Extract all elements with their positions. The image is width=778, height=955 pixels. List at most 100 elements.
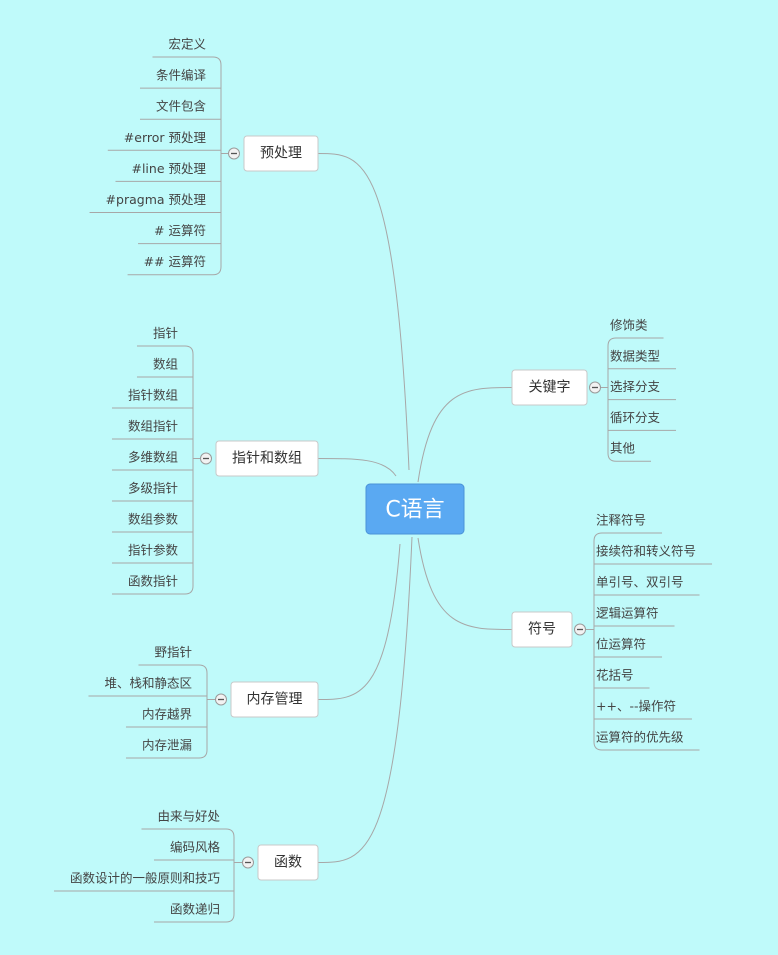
branch-2-node[interactable]: 内存管理 bbox=[230, 681, 319, 718]
leaf-node[interactable]: 多级指针 bbox=[111, 481, 193, 502]
leaf-node[interactable]: 指针参数 bbox=[111, 543, 193, 564]
leaf-node[interactable]: 花括号 bbox=[594, 668, 650, 689]
branch-3-node[interactable]: 函数 bbox=[257, 844, 319, 881]
leaf-node[interactable]: ## 运算符 bbox=[127, 254, 213, 276]
leaf-label: 指针数组 bbox=[128, 388, 178, 403]
leaf-label: 堆、栈和静态区 bbox=[104, 676, 192, 691]
leaf-label: 由来与好处 bbox=[157, 809, 220, 824]
leaf-node[interactable]: 逻辑运算符 bbox=[594, 606, 675, 627]
branch-2-label: 内存管理 bbox=[247, 692, 303, 708]
collapse-toggle-icon[interactable] bbox=[215, 693, 227, 706]
leaf-node[interactable]: 堆、栈和静态区 bbox=[88, 676, 207, 697]
leaf-node[interactable]: ++、--操作符 bbox=[594, 699, 692, 720]
branch-5-bracket bbox=[593, 532, 603, 751]
leaf-label: 编码风格 bbox=[170, 840, 221, 855]
branch-0-connector bbox=[317, 153, 410, 471]
leaf-label: 注释符号 bbox=[596, 513, 646, 528]
leaf-label: 函数指针 bbox=[128, 574, 178, 589]
leaf-label: 循环分支 bbox=[610, 410, 661, 425]
leaf-label: ## 运算符 bbox=[144, 254, 206, 269]
leaf-label: # 运算符 bbox=[154, 223, 206, 238]
leaf-node[interactable]: 数组参数 bbox=[111, 512, 193, 533]
leaf-node[interactable]: 数据类型 bbox=[608, 348, 677, 370]
leaf-node[interactable]: 运算符的优先级 bbox=[596, 730, 700, 751]
leaf-node[interactable]: 指针 bbox=[136, 326, 185, 347]
leaf-node[interactable]: 编码风格 bbox=[153, 840, 234, 861]
leaf-label: 数组 bbox=[153, 357, 178, 372]
leaf-label: ++、--操作符 bbox=[596, 699, 676, 714]
collapse-toggle-icon[interactable] bbox=[200, 452, 212, 465]
leaf-node[interactable]: 接续符和转义符号 bbox=[594, 544, 713, 565]
branch-0-bracket bbox=[212, 56, 222, 276]
branch-4-connector bbox=[417, 387, 513, 483]
leaf-node[interactable]: 选择分支 bbox=[608, 379, 677, 401]
leaf-node[interactable]: 内存越界 bbox=[125, 707, 207, 728]
branch-2-bracket bbox=[198, 664, 208, 759]
leaf-node[interactable]: 函数指针 bbox=[111, 574, 185, 595]
leaf-node[interactable]: #error 预处理 bbox=[107, 130, 221, 151]
leaf-label: 函数递归 bbox=[170, 902, 220, 917]
collapse-toggle-icon[interactable] bbox=[242, 856, 254, 869]
leaf-node[interactable]: 修饰类 bbox=[610, 318, 664, 339]
leaf-label: 位运算符 bbox=[596, 637, 646, 652]
leaf-label: 宏定义 bbox=[168, 37, 206, 52]
leaf-node[interactable]: 函数设计的一般原则和技巧 bbox=[53, 871, 234, 892]
leaf-node[interactable]: 野指针 bbox=[138, 645, 199, 666]
leaf-node[interactable]: 多维数组 bbox=[111, 450, 193, 471]
collapse-toggle-icon[interactable] bbox=[574, 623, 586, 636]
leaf-node[interactable]: 文件包含 bbox=[139, 99, 221, 120]
leaf-node[interactable]: 数组指针 bbox=[111, 419, 193, 440]
leaf-label: 修饰类 bbox=[610, 318, 648, 333]
central-node-label: C语言 bbox=[385, 498, 444, 523]
leaf-label: #line 预处理 bbox=[131, 161, 206, 176]
leaf-label: 其他 bbox=[610, 441, 636, 456]
leaf-label: 内存越界 bbox=[142, 707, 193, 722]
leaf-label: 条件编译 bbox=[156, 68, 207, 83]
branch-1-node[interactable]: 指针和数组 bbox=[215, 440, 319, 477]
branch-0-node[interactable]: 预处理 bbox=[243, 135, 319, 172]
leaf-node[interactable]: 注释符号 bbox=[596, 513, 663, 534]
branch-3-bracket bbox=[225, 828, 235, 923]
leaf-label: 逻辑运算符 bbox=[596, 606, 659, 621]
leaf-node[interactable]: 数组 bbox=[136, 357, 193, 378]
leaf-label: 多级指针 bbox=[128, 481, 178, 496]
leaf-node[interactable]: 条件编译 bbox=[139, 68, 221, 89]
branch-5-label: 符号 bbox=[528, 622, 556, 638]
leaf-node[interactable]: 单引号、双引号 bbox=[594, 575, 700, 596]
leaf-node[interactable]: 由来与好处 bbox=[141, 809, 226, 830]
leaf-node[interactable]: 位运算符 bbox=[594, 637, 663, 658]
leaf-node[interactable]: 循环分支 bbox=[608, 410, 677, 431]
central-node[interactable]: C语言 bbox=[365, 483, 465, 535]
leaf-node[interactable]: 其他 bbox=[610, 441, 652, 462]
leaf-label: #error 预处理 bbox=[124, 130, 207, 145]
leaf-label: #pragma 预处理 bbox=[106, 192, 207, 207]
leaf-label: 内存泄漏 bbox=[142, 738, 192, 753]
leaf-node[interactable]: 宏定义 bbox=[152, 37, 213, 58]
branch-5-connector bbox=[417, 537, 513, 630]
collapse-toggle-icon[interactable] bbox=[228, 147, 240, 160]
leaf-node[interactable]: #line 预处理 bbox=[115, 161, 221, 182]
branch-2-connector bbox=[317, 543, 401, 700]
leaf-label: 指针参数 bbox=[128, 543, 179, 558]
leaf-label: 野指针 bbox=[154, 645, 192, 660]
leaf-label: 文件包含 bbox=[156, 99, 207, 114]
branch-1-connector bbox=[317, 458, 397, 477]
leaf-label: 花括号 bbox=[596, 668, 634, 683]
leaf-node[interactable]: # 运算符 bbox=[138, 223, 221, 245]
leaf-node[interactable]: 内存泄漏 bbox=[125, 738, 199, 759]
branch-4-node[interactable]: 关键字 bbox=[511, 369, 588, 406]
leaf-label: 指针 bbox=[153, 326, 178, 341]
leaf-node[interactable]: 函数递归 bbox=[153, 902, 226, 923]
leaf-label: 数组参数 bbox=[128, 512, 179, 527]
leaf-node[interactable]: 指针数组 bbox=[111, 388, 193, 409]
branch-5-node[interactable]: 符号 bbox=[511, 611, 573, 648]
leaf-node[interactable]: #pragma 预处理 bbox=[89, 192, 221, 213]
branch-3-label: 函数 bbox=[274, 855, 302, 871]
leaf-label: 运算符的优先级 bbox=[596, 730, 684, 745]
branch-3-connector bbox=[317, 536, 413, 863]
branch-0-label: 预处理 bbox=[260, 146, 302, 162]
leaf-label: 函数设计的一般原则和技巧 bbox=[70, 871, 220, 886]
leaf-label: 数组指针 bbox=[128, 419, 178, 434]
collapse-toggle-icon[interactable] bbox=[589, 381, 601, 394]
leaf-label: 单引号、双引号 bbox=[596, 575, 684, 590]
